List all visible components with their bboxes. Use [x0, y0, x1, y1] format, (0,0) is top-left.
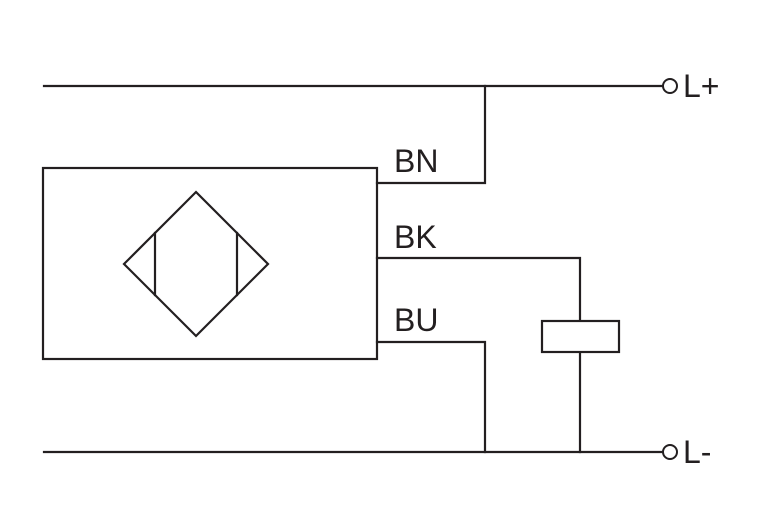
label-negative-terminal: L-: [683, 434, 711, 470]
label-positive-terminal: L+: [683, 68, 719, 104]
positive-terminal-icon: [662, 78, 678, 94]
load-box: [540, 319, 621, 354]
inductive-sensor-icon: [122, 190, 270, 338]
negative-terminal-icon: [662, 444, 678, 460]
black-wire: [375, 256, 582, 323]
label-bu: BU: [394, 302, 438, 338]
brown-wire: [375, 84, 487, 185]
label-bk: BK: [394, 219, 437, 255]
label-bn: BN: [394, 143, 438, 179]
blue-wire: [375, 340, 487, 454]
